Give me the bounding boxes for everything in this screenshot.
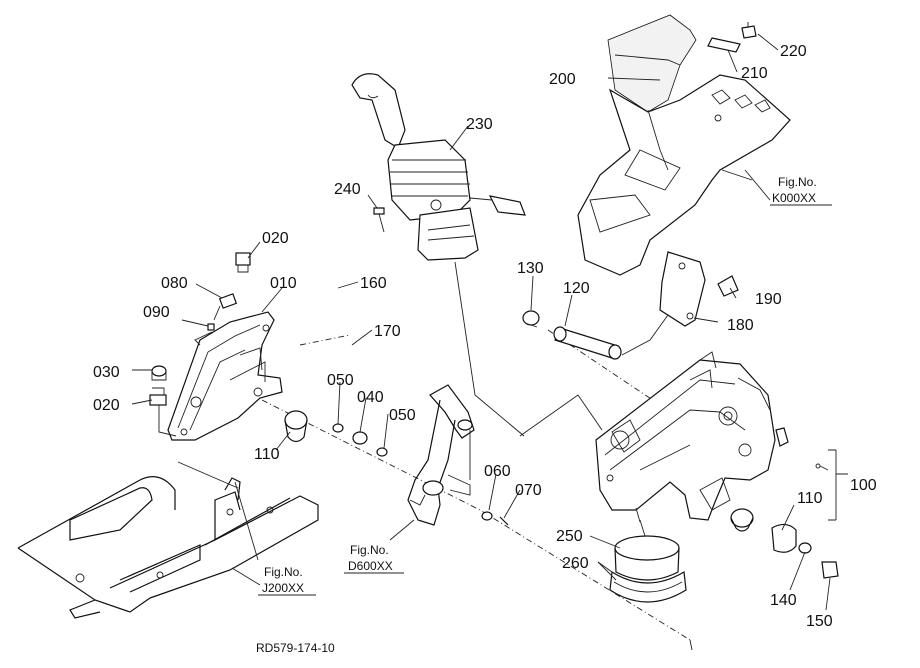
fig-ref-j200-line2: J200XX [262, 581, 304, 595]
console-cover-drawing [577, 14, 791, 276]
label-250: 250 [556, 528, 583, 545]
small-fasteners-left [149, 252, 251, 437]
label-210: 210 [741, 65, 768, 82]
joystick-lever-drawing [351, 73, 526, 261]
label-080: 080 [161, 275, 188, 292]
label-090: 090 [143, 304, 170, 321]
label-200: 200 [549, 71, 576, 88]
fig-ref-d600-line1: Fig.No. [350, 543, 389, 557]
boot-250-260-drawing [609, 519, 687, 603]
label-170: 170 [374, 323, 401, 340]
label-130: 130 [517, 260, 544, 277]
left-bracket-drawing [167, 311, 283, 441]
leader-lines [131, 33, 848, 651]
fig-ref-j200-line1: Fig.No. [264, 565, 303, 579]
label-230: 230 [466, 116, 493, 133]
label-040: 040 [357, 389, 384, 406]
drawing-code: RD579-174-10 [256, 641, 335, 655]
label-160: 160 [360, 275, 387, 292]
label-180: 180 [727, 317, 754, 334]
label-030: 030 [93, 364, 120, 381]
part-labels: 200 210 220 230 240 020 010 080 090 160 … [93, 43, 877, 630]
label-020-left: 020 [93, 397, 120, 414]
label-240: 240 [334, 181, 361, 198]
label-110-right: 110 [797, 490, 823, 507]
floor-panel-drawing [17, 461, 319, 619]
label-260: 260 [562, 555, 589, 572]
fig-ref-k000-line2: K000XX [772, 191, 816, 205]
label-120: 120 [563, 280, 590, 297]
pedal-bracket-drawing [407, 384, 475, 526]
fig-ref-k000-line1: Fig.No. [778, 175, 817, 189]
label-060: 060 [484, 463, 511, 480]
fig-ref-d600-line2: D600XX [348, 559, 393, 573]
label-010: 010 [270, 275, 297, 292]
label-110-left: 110 [254, 446, 280, 463]
label-070: 070 [515, 482, 542, 499]
bracket-180-drawing [659, 251, 739, 327]
label-050-right: 050 [389, 407, 416, 424]
label-140: 140 [770, 592, 797, 609]
label-190: 190 [755, 291, 782, 308]
main-bracket-assembly-drawing [595, 351, 839, 579]
label-050-left: 050 [327, 372, 354, 389]
label-220: 220 [780, 43, 807, 60]
label-100: 100 [850, 477, 877, 494]
label-020-top: 020 [262, 230, 289, 247]
figure-references: Fig.No. K000XX Fig.No. J200XX Fig.No. D6… [258, 175, 832, 596]
label-150: 150 [806, 613, 833, 630]
